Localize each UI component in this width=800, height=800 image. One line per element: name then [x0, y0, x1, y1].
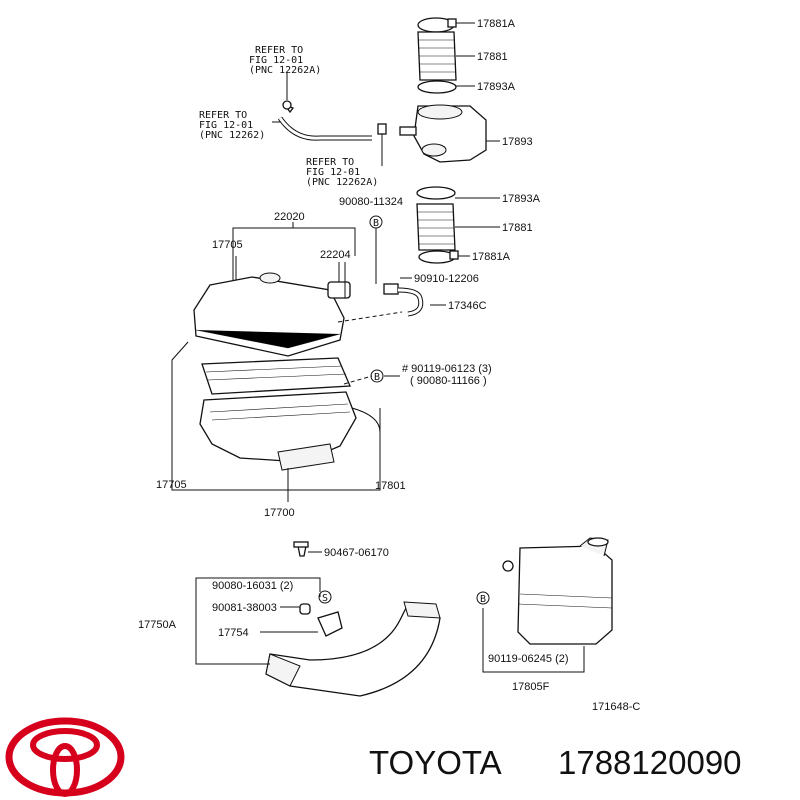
label-17750a: 17750A — [138, 619, 177, 631]
label-22204: 22204 — [320, 249, 351, 261]
reference-note-3: REFER TO FIG 12-01 (PNC 12262A) — [306, 157, 378, 188]
label-90910-12206: 90910-12206 — [414, 273, 479, 285]
part-number: 1788120090 — [558, 744, 742, 781]
svg-text:B: B — [373, 218, 379, 229]
label-90119-06245: 90119-06245 (2) — [488, 653, 569, 665]
label-17754: 17754 — [218, 627, 249, 639]
callout-b-3: B — [476, 591, 490, 605]
intake-hose-top — [417, 31, 475, 81]
resonator-17805f — [482, 537, 613, 673]
toyota-logo-icon — [5, 717, 125, 797]
label-90080-16031: 90080-16031 (2) — [212, 580, 293, 592]
reference-hoses — [272, 72, 387, 166]
svg-text:B: B — [480, 594, 486, 605]
label-22020: 22020 — [274, 211, 305, 223]
vacuum-hose-group — [337, 228, 446, 385]
callout-s: S — [318, 590, 332, 604]
label-90119-06123: # 90119-06123 (3) — [402, 363, 492, 375]
svg-text:(PNC 12262A): (PNC 12262A) — [306, 177, 378, 188]
label-17893a-mid: 17893A — [502, 193, 541, 205]
gasket-top — [417, 80, 475, 94]
svg-text:FIG 12-01: FIG 12-01 — [306, 167, 360, 178]
label-17881-top: 17881 — [477, 51, 508, 63]
label-17893: 17893 — [502, 136, 533, 148]
label-90080-11166: ( 90080-11166 ) — [410, 375, 487, 387]
intake-hose-mid — [416, 203, 500, 251]
label-17881a-mid: 17881A — [472, 251, 511, 263]
label-17705-bottom: 17705 — [156, 479, 187, 491]
inlet-duct-assembly — [195, 541, 441, 697]
svg-text:REFER TO: REFER TO — [306, 157, 354, 168]
hose-clamp-top — [417, 17, 475, 33]
resonator-body — [399, 104, 500, 163]
reference-note-1: REFER TO FIG 12-01 (PNC 12262A) — [249, 45, 321, 76]
label-17346c: 17346C — [448, 300, 487, 312]
label-90467-06170: 90467-06170 — [324, 547, 389, 559]
label-17700: 17700 — [264, 507, 295, 519]
callout-b-1: B — [369, 215, 383, 229]
svg-text:REFER TO: REFER TO — [199, 110, 247, 121]
label-17801: 17801 — [375, 480, 406, 492]
brand-name: TOYOTA — [369, 744, 502, 781]
svg-text:B: B — [374, 372, 380, 383]
label-90081-38003: 90081-38003 — [212, 602, 277, 614]
label-17881a-top: 17881A — [477, 18, 516, 30]
svg-text:REFER TO: REFER TO — [255, 45, 303, 56]
svg-text:(PNC 12262A): (PNC 12262A) — [249, 65, 321, 76]
label-17893a-top: 17893A — [477, 81, 516, 93]
air-cleaner-assembly — [171, 222, 381, 502]
reference-note-2: REFER TO FIG 12-01 (PNC 12262) — [199, 110, 265, 141]
label-17881-mid: 17881 — [502, 222, 533, 234]
callout-b-2: B — [370, 369, 384, 383]
svg-text:FIG 12-01: FIG 12-01 — [249, 55, 303, 66]
hose-clamp-mid — [418, 250, 470, 264]
gasket-mid — [416, 186, 500, 200]
figure-id: 171648-C — [592, 701, 640, 713]
svg-text:FIG 12-01: FIG 12-01 — [199, 120, 253, 131]
upper-hose-assembly — [399, 17, 500, 264]
svg-text:(PNC 12262): (PNC 12262) — [199, 130, 265, 141]
label-17705-top: 17705 — [212, 239, 243, 251]
svg-text:S: S — [322, 593, 328, 604]
label-90080-11324: 90080-11324 — [339, 196, 403, 208]
label-17805f: 17805F — [512, 681, 550, 693]
